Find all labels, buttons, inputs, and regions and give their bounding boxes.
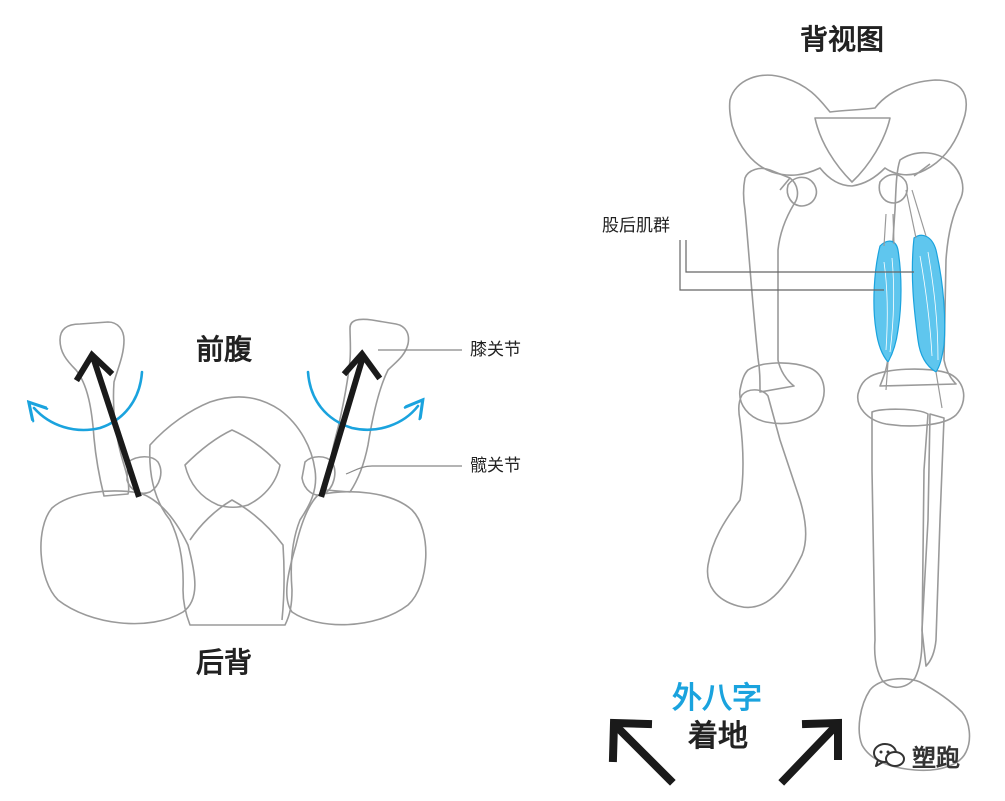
right-hip-socket [301, 455, 336, 496]
left-iliac-wing [40, 490, 196, 625]
caption-line2: 着地 [688, 719, 748, 754]
left-rotation-arrow [34, 370, 144, 432]
left-femur [59, 321, 130, 497]
bottom-direction-arrows [608, 718, 842, 786]
wechat-chat-icon [873, 742, 905, 767]
back-right-knee [857, 368, 965, 427]
bottom-left-arrow-shaft [614, 724, 676, 786]
knee-joint-label: 膝关节 [470, 340, 521, 360]
hamstring-leader-lines [679, 240, 914, 291]
back-neck-right [913, 163, 931, 177]
watermark-text: 塑跑 [912, 744, 960, 772]
hamstring-tendons [883, 189, 943, 409]
hamstring-leader-inner [685, 240, 914, 273]
back-neck-left [779, 177, 791, 191]
sacrum-inner-top [184, 429, 281, 509]
right-femur-arrow-head [341, 349, 383, 381]
watermark: 塑跑 [872, 738, 960, 773]
hip-joint-label: 髋关节 [470, 456, 521, 476]
back-left-knee [739, 362, 825, 425]
left-femur-arrow-shaft [90, 356, 142, 498]
bottom-right-arrow-shaft [778, 724, 838, 786]
left-femur-arrow-head [73, 350, 115, 383]
back-right-hip-joint [878, 173, 909, 204]
right-rotation-arrow [306, 370, 418, 432]
back-right-tibia [871, 408, 929, 689]
sacrum [148, 396, 317, 626]
back-right-foot [858, 677, 971, 772]
rotation-arrows [34, 370, 418, 432]
back-sacrum [814, 117, 891, 183]
hamstring-fibers [883, 251, 939, 361]
bottom-right-arrow-head [801, 718, 842, 760]
front-label: 前腹 [196, 333, 253, 366]
femur-direction-arrows [73, 349, 383, 498]
hamstring-lateral [911, 234, 946, 373]
hamstring-label: 股后肌群 [602, 216, 670, 236]
hamstring-leader-outer [679, 240, 884, 291]
back-pelvis [728, 74, 967, 187]
right-femur [325, 318, 410, 493]
hip-leader-line [345, 465, 462, 475]
leader-lines-left [345, 349, 462, 475]
back-view-skeleton [706, 74, 971, 772]
bottom-left-arrow-head [608, 718, 653, 763]
pelvis-diagram [40, 318, 427, 626]
back-label: 后背 [196, 646, 253, 679]
back-right-fibula [921, 413, 945, 667]
right-femur-arrow-shaft [318, 356, 366, 498]
back-left-femur [742, 167, 799, 393]
right-iliac-wing [286, 490, 427, 626]
back-left-hip-joint [786, 176, 818, 207]
caption-line1: 外八字 [672, 681, 762, 716]
back-left-shin [706, 389, 807, 609]
hamstring-muscles [873, 189, 946, 409]
back-view-title: 背视图 [800, 23, 885, 56]
sacrum-inner [189, 499, 285, 621]
